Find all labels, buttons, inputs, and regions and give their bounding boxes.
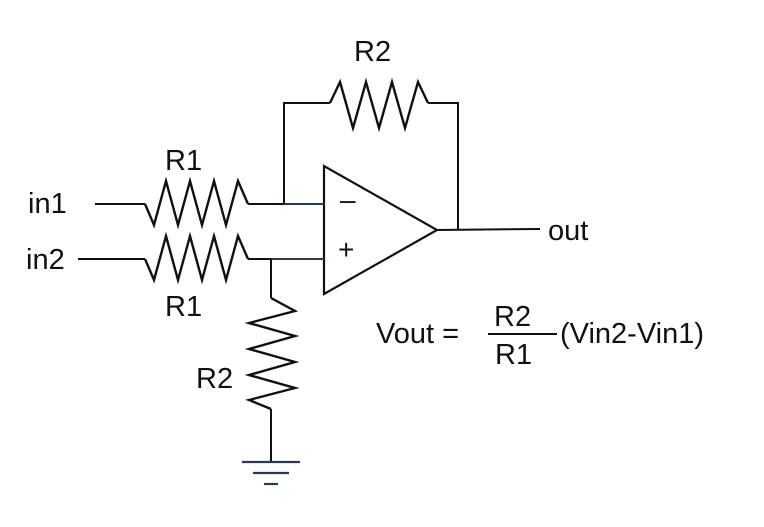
- input1-resistor: [143, 176, 250, 230]
- feedback-wire-left: [283, 102, 330, 203]
- ground-symbol: [242, 460, 300, 486]
- feedback-resistor-label: R2: [354, 36, 391, 68]
- ground-resistor: [244, 296, 300, 411]
- feedback-resistor: [328, 77, 430, 133]
- output-wire: [436, 228, 541, 231]
- feedback-wire-right: [428, 102, 459, 230]
- formula-rhs: (Vin2-Vin1): [560, 318, 704, 350]
- input1-label: in1: [28, 188, 67, 220]
- output-label: out: [548, 215, 588, 247]
- ground-resistor-label: R2: [196, 363, 233, 395]
- gain-formula: Vout = R2 R1 (Vin2-Vin1): [376, 301, 704, 371]
- formula-lhs: Vout =: [376, 318, 459, 350]
- input2-label: in2: [26, 244, 65, 276]
- formula-numerator: R2: [494, 301, 531, 333]
- input2-resistor: [143, 231, 250, 285]
- input1-resistor-label: R1: [165, 145, 202, 177]
- formula-denominator: R1: [495, 339, 532, 371]
- opamp-inverting-sign: –: [340, 184, 356, 215]
- opamp-triangle: [322, 164, 440, 296]
- opamp-noninverting-sign: +: [338, 234, 354, 265]
- input2-resistor-label: R1: [165, 291, 202, 323]
